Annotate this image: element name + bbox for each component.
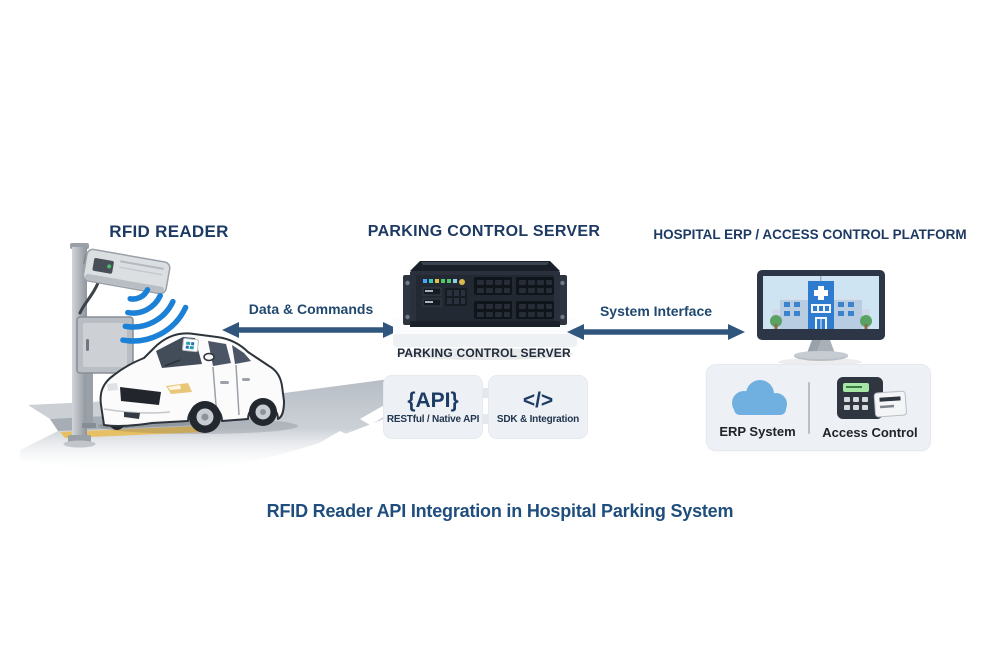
link-data-commands: Data & Commands — [222, 301, 400, 345]
bidirectional-arrow-icon — [222, 322, 400, 338]
hospital-building-icon — [770, 276, 872, 329]
api-module-label: SDK & Integration — [496, 413, 580, 425]
erp-system-item: ERP System — [719, 377, 796, 439]
card-icon — [873, 390, 907, 417]
api-connector — [479, 388, 492, 398]
panel-divider — [807, 381, 810, 434]
api-connector — [479, 414, 492, 424]
rfid-reader-heading: RFID READER — [109, 222, 229, 241]
server-illustration — [393, 261, 577, 360]
erp-access-panel: ERP System Access Control — [706, 364, 931, 451]
api-module-label: RESTful / Native API — [386, 413, 480, 425]
api-braces-icon: {API} — [407, 388, 459, 412]
cloud-icon — [732, 379, 788, 415]
server-leds — [423, 279, 457, 283]
link-system-interface: System Interface — [566, 303, 746, 347]
hospital-platform-heading: HOSPITAL ERP / ACCESS CONTROL PLATFORM — [653, 227, 967, 242]
erp-system-label: ERP System — [719, 423, 796, 439]
api-module-sdk: </> SDK & Integration — [488, 375, 588, 439]
monitor-illustration — [757, 270, 885, 366]
code-tag-icon: </> — [522, 388, 554, 412]
access-keypad-icon — [836, 376, 907, 419]
link-label: System Interface — [599, 303, 713, 319]
rfid-scene-illustration — [20, 243, 420, 475]
rfid-tag-icon — [182, 337, 199, 353]
api-modules: {API} RESTful / Native API </> SDK & Int… — [383, 375, 588, 439]
signal-waves-icon — [120, 287, 189, 344]
rfid-reader-device — [78, 248, 171, 315]
server-caption: PARKING CONTROL SERVER — [397, 346, 571, 360]
bidirectional-arrow-icon — [567, 324, 745, 340]
diagram-title: RFID Reader API Integration in Hospital … — [266, 501, 734, 521]
link-label: Data & Commands — [248, 301, 374, 317]
access-control-item: Access Control — [822, 376, 918, 440]
api-module-restful: {API} RESTful / Native API — [383, 375, 483, 439]
access-control-label: Access Control — [822, 424, 918, 440]
server-vents — [474, 277, 554, 319]
car-illustration — [98, 332, 298, 434]
parking-server-heading: PARKING CONTROL SERVER — [367, 223, 601, 240]
